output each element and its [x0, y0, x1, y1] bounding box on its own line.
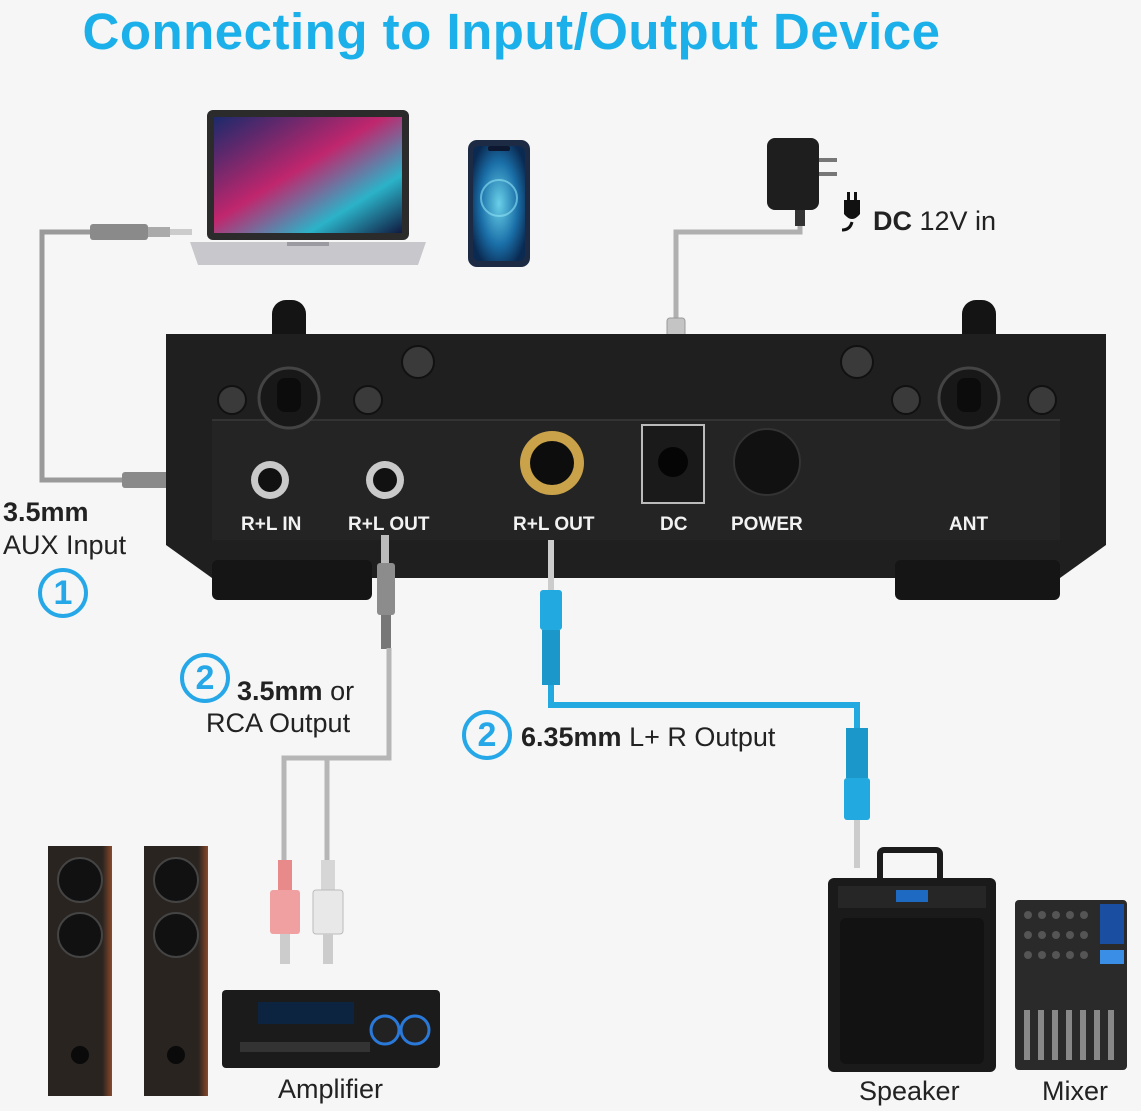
aux-size-label: 3.5mm [3, 497, 89, 527]
page-title: Connecting to Input/Output Device [82, 3, 941, 60]
port-label-rl-out-35: R+L OUT [348, 514, 430, 535]
dc-power-label: DC 12V in [873, 206, 997, 236]
rca-white-plug [312, 860, 344, 964]
mixer-icon [1015, 900, 1127, 1070]
speaker-label: Speaker [859, 1076, 960, 1106]
port-label-ant: ANT [949, 514, 989, 535]
step-1-badge: 1 [38, 568, 88, 618]
port-label-rl-out-635: R+L OUT [513, 514, 595, 535]
tower-speakers-icon [48, 846, 208, 1096]
aux-input-label: AUX Input [3, 530, 127, 560]
receiver-unit [166, 334, 1106, 600]
rca-output-label: RCA Output [206, 708, 351, 738]
amplifier-icon [222, 990, 440, 1068]
port-label-rl-in: R+L IN [241, 514, 302, 535]
port-label-dc: DC [660, 514, 688, 535]
port-label-power: POWER [731, 514, 803, 535]
rca-output-size-label: 3.5mm or [237, 676, 355, 706]
step-2-badge-635: 2 [462, 710, 512, 760]
laptop-icon [190, 110, 426, 265]
smartphone-icon [468, 140, 530, 267]
mixer-label: Mixer [1042, 1076, 1108, 1106]
rca-red-plug [270, 860, 300, 964]
pa-speaker-icon [828, 847, 996, 1072]
power-adapter-icon [767, 138, 837, 226]
plug-icon [841, 192, 860, 232]
step-2-badge-rca: 2 [180, 653, 230, 703]
amplifier-label: Amplifier [278, 1074, 384, 1104]
jack-635-output-label: 6.35mm L+ R Output [521, 722, 776, 752]
